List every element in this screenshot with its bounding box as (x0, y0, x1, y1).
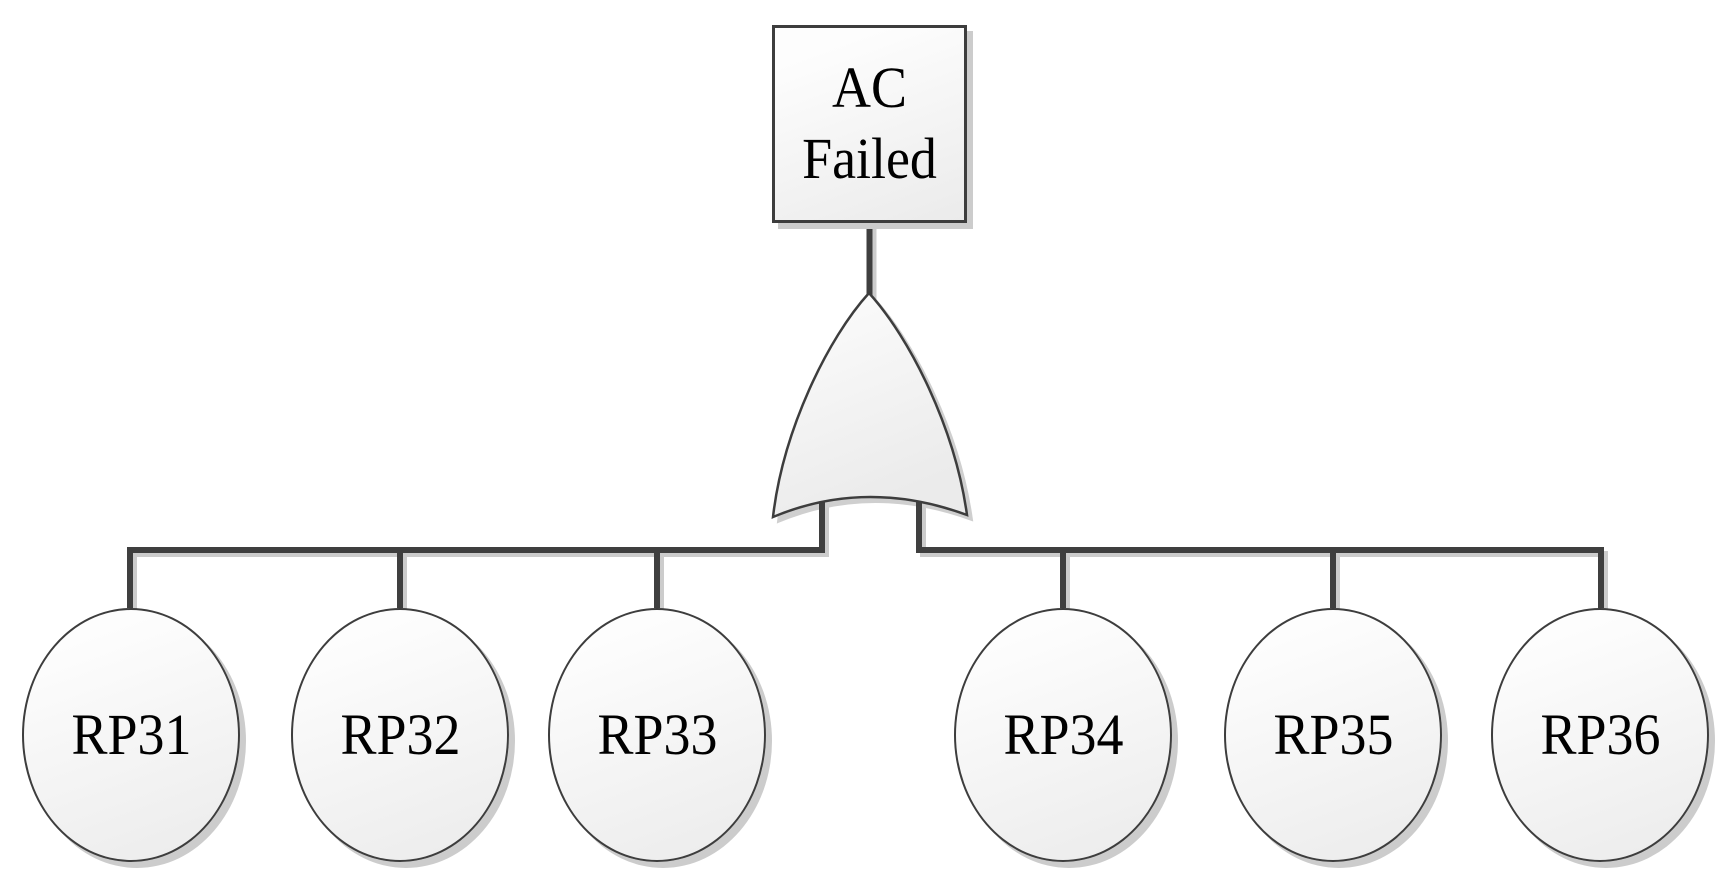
basic-event-rp32: RP32 (291, 608, 509, 862)
connector-gate-to-right-branch (916, 494, 1604, 608)
basic-event-label: RP33 (597, 701, 717, 767)
connector-lines (127, 221, 1604, 608)
basic-event-label: RP36 (1540, 701, 1660, 767)
basic-event-rp33: RP33 (548, 608, 766, 862)
basic-event-rp35: RP35 (1224, 608, 1442, 862)
basic-event-label: RP31 (71, 701, 191, 767)
basic-event-rp36: RP36 (1491, 608, 1709, 862)
connector-shadow (131, 225, 1608, 612)
top-event-label-line-1: AC (832, 55, 907, 121)
connector-gate-to-left-branch (127, 494, 825, 608)
basic-event-label: RP32 (340, 701, 460, 767)
basic-event-label: RP35 (1273, 701, 1393, 767)
top-event-box: AC Failed (772, 25, 967, 223)
top-event-label-line-2: Failed (802, 126, 937, 191)
basic-event-rp34: RP34 (954, 608, 1172, 862)
top-event-label: AC Failed (802, 53, 937, 195)
basic-event-label: RP34 (1003, 701, 1123, 767)
basic-event-rp31: RP31 (22, 608, 240, 862)
or-gate-icon (771, 291, 969, 519)
